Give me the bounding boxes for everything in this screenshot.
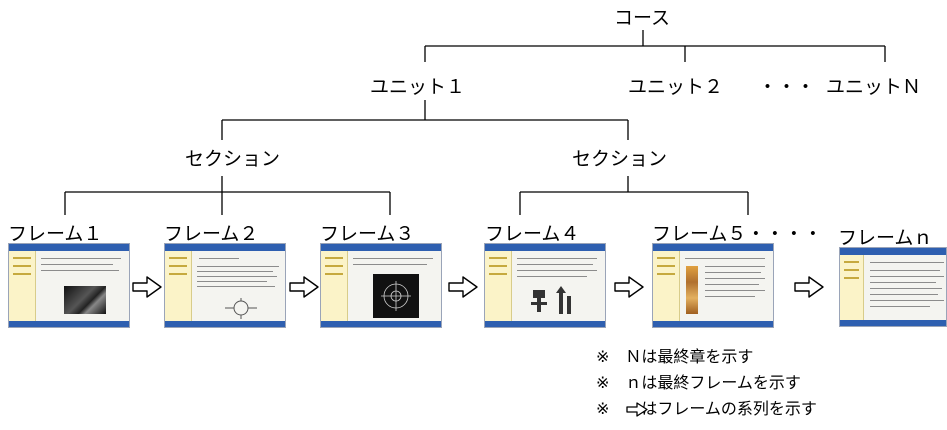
frame5-thumbnail bbox=[652, 243, 774, 328]
unit1-label: ユニット１ bbox=[370, 76, 466, 98]
frame1-thumbnail bbox=[8, 243, 130, 328]
frame2-label: フレーム２ bbox=[164, 223, 259, 245]
legend-hollow-arrow-icon bbox=[626, 402, 648, 417]
frameN-label: フレームｎ bbox=[838, 227, 933, 249]
frameN-thumbnail bbox=[839, 247, 947, 327]
note-frame-sequence: ※ はフレームの系列を示す bbox=[596, 399, 817, 418]
section2-connector bbox=[519, 176, 749, 215]
hollow-right-arrow-icon bbox=[794, 276, 824, 298]
note-final-frame: ※ ｎは最終フレームを示す bbox=[596, 373, 801, 392]
frame2-thumbnail bbox=[164, 243, 286, 328]
frame4-thumbnail bbox=[484, 243, 606, 328]
section1-connector bbox=[64, 176, 391, 215]
frame3-thumbnail bbox=[320, 243, 442, 328]
section2-label: セクション bbox=[572, 148, 668, 170]
hollow-right-arrow-icon bbox=[614, 276, 644, 298]
unit2-label: ユニット２ bbox=[628, 76, 724, 98]
section1-label: セクション bbox=[185, 148, 281, 170]
course-connector bbox=[424, 30, 886, 62]
hollow-right-arrow-icon bbox=[448, 276, 478, 298]
hollow-right-arrow-icon bbox=[132, 276, 162, 298]
unit-ellipsis: ・・・ bbox=[758, 76, 816, 98]
unitN-label: ユニットＮ bbox=[826, 76, 922, 98]
unit1-connector bbox=[221, 100, 629, 140]
frame3-label: フレーム３ bbox=[320, 223, 415, 245]
frame1-label: フレーム１ bbox=[8, 223, 103, 245]
note-final-chapter: ※ Ｎは最終章を示す bbox=[596, 347, 754, 366]
frame4-label: フレーム４ bbox=[485, 223, 580, 245]
course-label: コース bbox=[614, 7, 671, 29]
frame5-label: フレーム５・・・・ bbox=[652, 223, 823, 245]
hollow-right-arrow-icon bbox=[289, 276, 319, 298]
